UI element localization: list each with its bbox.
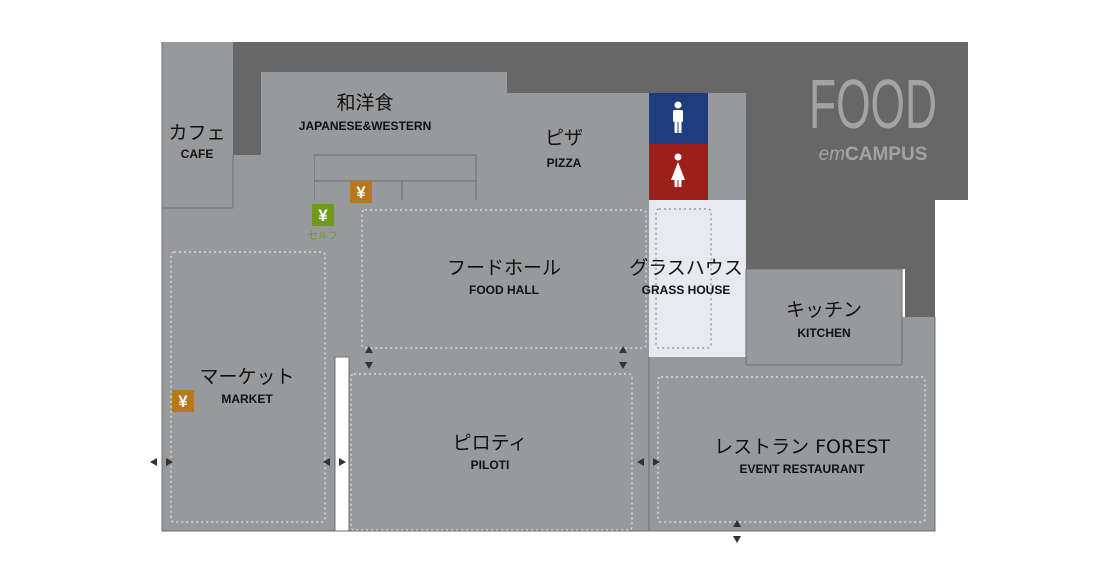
counter-area: [314, 155, 476, 200]
label-washoku-en: JAPANESE&WESTERN: [299, 119, 431, 133]
yen-self-icon: ¥: [312, 204, 334, 226]
zone-grass-house: [655, 208, 712, 349]
zone-piloti: [350, 373, 633, 531]
zone-forest: [657, 376, 926, 523]
yen-icon: ¥: [172, 390, 194, 412]
yen-icon: ¥: [350, 181, 372, 203]
label-cafe-jp: カフェ: [168, 122, 225, 144]
male-restroom-icon: [673, 101, 683, 133]
label-forest-en: EVENT RESTAURANT: [739, 462, 865, 476]
label-pizza-en: PIZZA: [547, 156, 582, 170]
label-forest-jp: レストラン FOREST: [714, 436, 890, 458]
entrance-arrow-icon: [150, 458, 173, 466]
entrance-arrow-icon: [733, 520, 741, 543]
label-foodhall-jp: フードホール: [447, 257, 561, 279]
label-washoku-jp: 和洋食: [336, 92, 393, 114]
room-grass-house[interactable]: [649, 200, 746, 357]
label-cafe-en: CAFE: [181, 147, 214, 161]
brand-title: FOOD: [809, 65, 937, 143]
label-pizza-jp: ピザ: [545, 127, 583, 149]
entrance-arrow-icon: [619, 346, 627, 369]
entrance-arrow-icon: [637, 458, 660, 466]
label-market-jp: マーケット: [199, 366, 294, 388]
label-grasshouse-jp: グラスハウス: [629, 257, 743, 279]
room-piloti[interactable]: [349, 357, 649, 531]
label-grasshouse-en: GRASS HOUSE: [642, 283, 731, 297]
room-forest[interactable]: [649, 357, 935, 531]
room-kitchen[interactable]: [746, 269, 902, 365]
building-outline: [233, 42, 968, 317]
brand-subtitle-prefix: em: [819, 144, 845, 165]
label-foodhall-en: FOOD HALL: [469, 283, 539, 297]
svg-text:¥: ¥: [178, 392, 188, 411]
label-piloti-en: PILOTI: [471, 458, 510, 472]
room-market[interactable]: [162, 208, 335, 531]
brand-subtitle-main: CAMPUS: [845, 144, 927, 165]
entrance-arrow-icon: [323, 458, 346, 466]
svg-text:¥: ¥: [318, 206, 328, 225]
label-market-en: MARKET: [221, 392, 273, 406]
zone-market: [170, 251, 326, 523]
brand-subtitle: emCAMPUS: [819, 144, 928, 165]
label-kitchen-en: KITCHEN: [797, 326, 850, 340]
self-label: セルフ: [308, 230, 338, 242]
room-japanese-western[interactable]: [261, 72, 649, 200]
room-cafe[interactable]: [162, 42, 233, 208]
female-restroom-icon: [671, 153, 685, 187]
label-kitchen-jp: キッチン: [786, 299, 862, 321]
passage-right: [708, 93, 746, 200]
entrance-arrow-icon: [365, 346, 373, 369]
label-piloti-jp: ピロティ: [453, 432, 528, 454]
svg-text:¥: ¥: [356, 183, 366, 202]
